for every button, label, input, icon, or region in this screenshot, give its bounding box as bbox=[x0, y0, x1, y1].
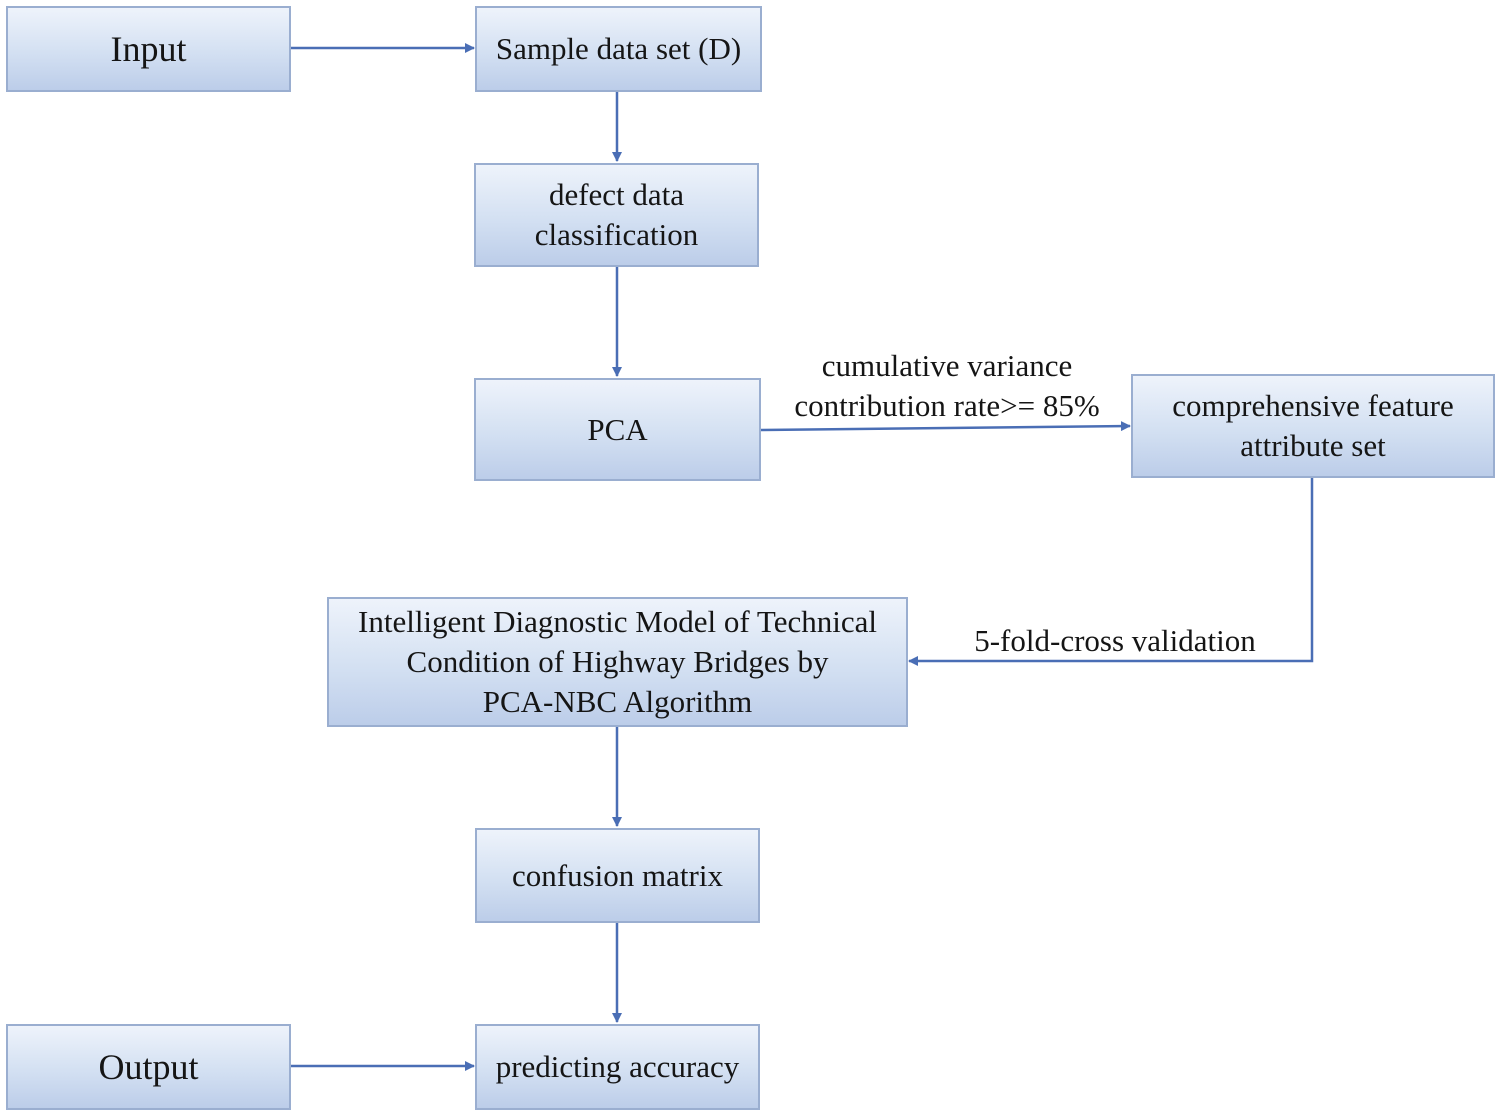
variance-threshold-label: cumulative variance contribution rate>= … bbox=[794, 348, 1100, 423]
comprehensive-feature-attribute-set-box: comprehensive feature attribute set bbox=[1131, 374, 1495, 478]
defect-data-classification-label: defect data classification bbox=[534, 177, 699, 252]
arrow-pca-to-feature-set bbox=[759, 421, 1131, 432]
comprehensive-feature-attribute-set-label: comprehensive feature attribute set bbox=[1172, 388, 1454, 463]
sample-data-set-label: Sample data set (D) bbox=[495, 31, 742, 66]
pca-label: PCA bbox=[587, 411, 648, 447]
diagnostic-model-label: Intelligent Diagnostic Model of Technica… bbox=[358, 604, 877, 719]
diagnostic-model-box: Intelligent Diagnostic Model of Technica… bbox=[327, 597, 908, 727]
cross-validation-label: 5-fold-cross validation bbox=[974, 623, 1256, 658]
input-label: Input bbox=[110, 29, 187, 69]
output-box: Output bbox=[6, 1024, 291, 1110]
sample-data-set-box: Sample data set (D) bbox=[475, 6, 762, 92]
confusion-matrix-label: confusion matrix bbox=[512, 857, 723, 893]
output-label: Output bbox=[98, 1047, 199, 1087]
input-box: Input bbox=[6, 6, 291, 92]
arrow-feature-set-to-model bbox=[908, 477, 1314, 666]
pca-box: PCA bbox=[474, 378, 761, 481]
defect-data-classification-box: defect data classification bbox=[474, 163, 759, 267]
predicting-accuracy-label: predicting accuracy bbox=[495, 1049, 740, 1084]
predicting-accuracy-box: predicting accuracy bbox=[475, 1024, 760, 1110]
confusion-matrix-box: confusion matrix bbox=[475, 828, 760, 923]
